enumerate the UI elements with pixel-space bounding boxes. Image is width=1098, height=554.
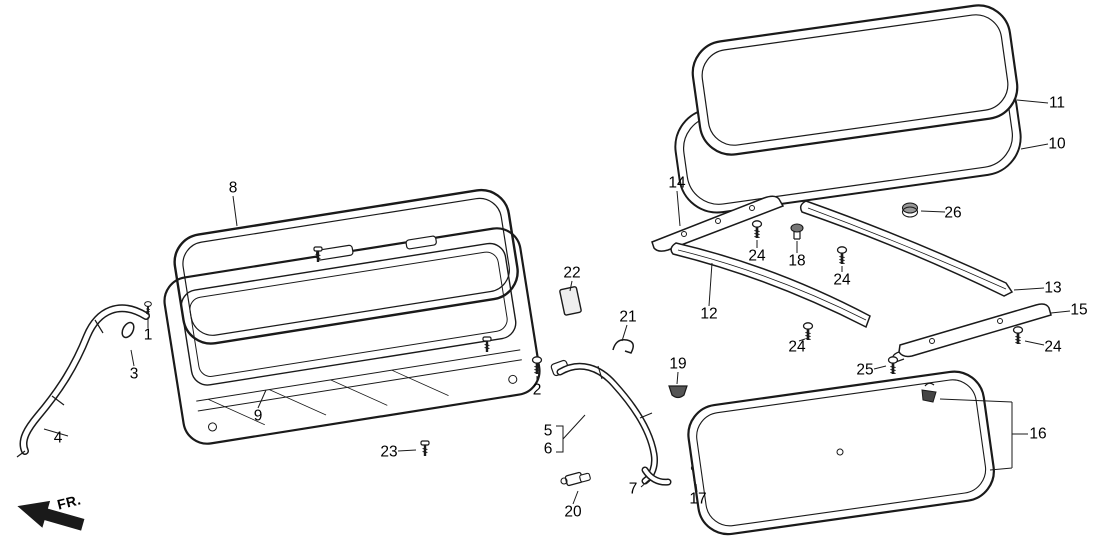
part-label-14: 14 [668, 174, 686, 192]
part-label-15: 15 [1070, 301, 1088, 319]
tube-clamp-part-3 [121, 321, 135, 339]
glass-panel-part-11 [691, 4, 1019, 156]
part-label-8: 8 [228, 179, 238, 197]
part-label-5: 5 [543, 422, 553, 440]
part-label-22: 22 [563, 264, 581, 282]
part-label-7: 7 [628, 480, 638, 498]
part-label-24: 24 [748, 247, 766, 265]
part-label-20: 20 [564, 503, 582, 521]
pad-part-22 [559, 286, 582, 316]
leader-lines [43, 99, 1071, 505]
drain-elbow-part-7 [641, 466, 672, 486]
seal-frame-part-8 [173, 188, 519, 345]
part-label-1: 1 [143, 326, 153, 344]
sunshade-part-16 [687, 370, 995, 536]
part-label-9: 9 [253, 407, 263, 425]
part-label-11: 11 [1048, 94, 1066, 112]
drain-tube-part-4 [16, 304, 150, 458]
drain-tube-part-5 [550, 359, 658, 485]
part-label-24: 24 [788, 338, 806, 356]
part-label-19: 19 [669, 355, 687, 373]
part-label-26: 26 [944, 204, 962, 222]
clip-part-21 [612, 338, 634, 354]
part-label-10: 10 [1048, 135, 1066, 153]
frame-part-9 [163, 227, 541, 445]
part-label-24: 24 [1044, 338, 1062, 356]
part-label-18: 18 [788, 252, 806, 270]
rail-part-14 [651, 195, 785, 252]
part-label-23: 23 [380, 443, 398, 461]
part-label-2: 2 [532, 381, 542, 399]
stud-part-18 [790, 223, 804, 240]
part-label-3: 3 [129, 365, 139, 383]
grommet-part-19 [668, 385, 688, 399]
joint-part-20 [560, 471, 591, 487]
part-label-12: 12 [700, 305, 718, 323]
part-label-16: 16 [1029, 425, 1047, 443]
rail-part-12 [670, 242, 871, 329]
part-label-6: 6 [543, 440, 553, 458]
part-label-24: 24 [833, 271, 851, 289]
part-label-4: 4 [53, 429, 63, 447]
part-label-17: 17 [689, 490, 707, 508]
rail-part-13 [799, 200, 1014, 297]
part-label-21: 21 [619, 308, 637, 326]
part-label-13: 13 [1044, 279, 1062, 297]
nut-part-26 [901, 202, 919, 218]
fr-arrow-icon [17, 500, 85, 531]
sunshade-clip [921, 382, 937, 403]
part-label-25: 25 [856, 361, 874, 379]
